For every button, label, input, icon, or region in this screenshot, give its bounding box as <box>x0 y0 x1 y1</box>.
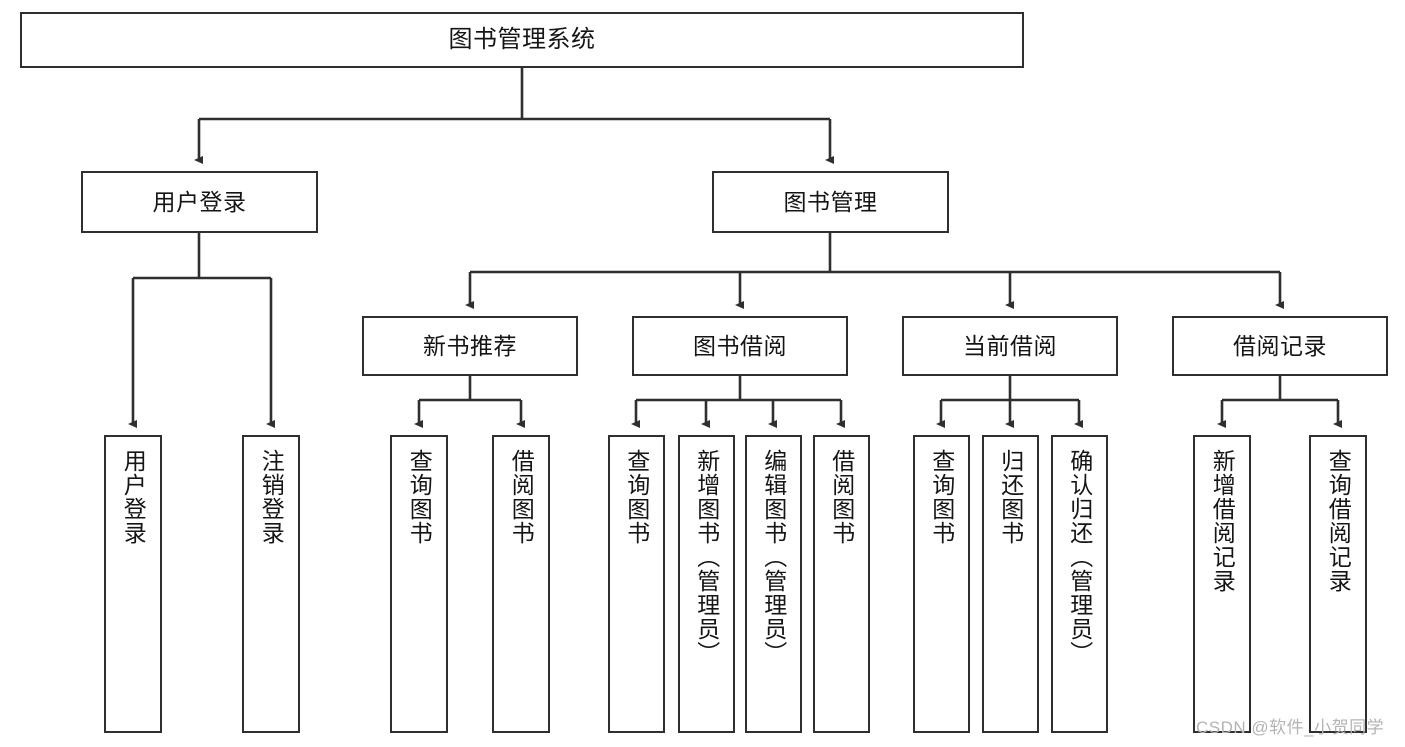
node-book-borrow[interactable]: 图书借阅 <box>632 316 848 376</box>
node-leaf-query-record[interactable]: 查询借阅记录 <box>1309 435 1367 733</box>
node-leaf-confirm-return[interactable]: 确认归还（管理员） <box>1051 435 1108 733</box>
node-leaf-query-book-3-label: 查询图书 <box>928 449 955 545</box>
node-leaf-borrow-book-2-label: 借阅图书 <box>828 449 855 545</box>
node-leaf-return-book[interactable]: 归还图书 <box>982 435 1039 733</box>
node-leaf-borrow-book-1[interactable]: 借阅图书 <box>492 435 550 733</box>
node-leaf-user-login-label: 用户登录 <box>120 449 147 545</box>
node-book-borrow-label: 图书借阅 <box>693 332 787 359</box>
node-current-borrow[interactable]: 当前借阅 <box>902 316 1118 376</box>
node-user-login[interactable]: 用户登录 <box>81 171 318 233</box>
node-leaf-query-book-1[interactable]: 查询图书 <box>390 435 448 733</box>
node-leaf-edit-book[interactable]: 编辑图书（管理员） <box>745 435 802 733</box>
node-leaf-edit-book-label: 编辑图书（管理员） <box>760 449 787 665</box>
node-leaf-logout-login-label: 注销登录 <box>258 449 285 545</box>
node-leaf-logout-login[interactable]: 注销登录 <box>242 435 300 733</box>
node-leaf-add-record-label: 新增借阅记录 <box>1209 449 1236 593</box>
node-leaf-borrow-book-1-label: 借阅图书 <box>508 449 535 545</box>
node-leaf-borrow-book-2[interactable]: 借阅图书 <box>813 435 870 733</box>
node-book-management[interactable]: 图书管理 <box>712 171 949 233</box>
node-leaf-query-book-3[interactable]: 查询图书 <box>913 435 970 733</box>
node-leaf-query-book-2-label: 查询图书 <box>623 449 650 545</box>
node-root-label: 图书管理系统 <box>448 26 596 53</box>
node-leaf-add-book[interactable]: 新增图书（管理员） <box>678 435 735 733</box>
node-borrow-record-label: 借阅记录 <box>1233 332 1327 359</box>
node-leaf-confirm-return-label: 确认归还（管理员） <box>1066 449 1093 665</box>
node-leaf-query-record-label: 查询借阅记录 <box>1325 449 1352 593</box>
node-user-login-label: 用户登录 <box>152 188 247 215</box>
node-leaf-user-login[interactable]: 用户登录 <box>104 435 162 733</box>
node-leaf-query-book-2[interactable]: 查询图书 <box>608 435 665 733</box>
node-book-management-label: 图书管理 <box>783 188 878 215</box>
watermark-text: CSDN @软件_小贺同学 <box>1196 718 1385 737</box>
node-leaf-query-book-1-label: 查询图书 <box>406 449 433 545</box>
node-root[interactable]: 图书管理系统 <box>20 12 1024 68</box>
node-new-book-recommend[interactable]: 新书推荐 <box>362 316 578 376</box>
node-borrow-record[interactable]: 借阅记录 <box>1172 316 1388 376</box>
node-leaf-add-record[interactable]: 新增借阅记录 <box>1193 435 1251 733</box>
node-new-book-recommend-label: 新书推荐 <box>423 332 517 359</box>
node-leaf-return-book-label: 归还图书 <box>997 449 1024 545</box>
node-leaf-add-book-label: 新增图书（管理员） <box>693 449 720 665</box>
node-current-borrow-label: 当前借阅 <box>963 332 1057 359</box>
